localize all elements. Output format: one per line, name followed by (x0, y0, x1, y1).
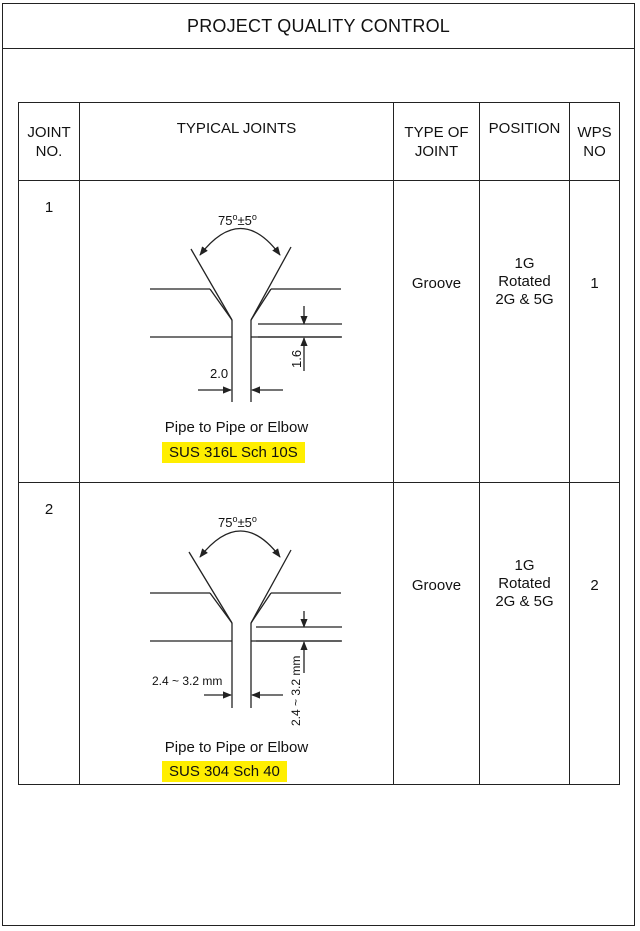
bevel-angle-label: 75o±5o (218, 514, 257, 530)
page-title: PROJECT QUALITY CONTROL (3, 4, 634, 49)
bevel-angle-label: 75o±5o (218, 212, 257, 228)
root-face-label: 1.6 (289, 350, 304, 368)
header-typical-joints: TYPICAL JOINTS (79, 102, 394, 181)
joint-sketch-cell: 75o±5o 2.0 1.6 Pipe to Pipe or Elbow SUS… (79, 180, 394, 483)
joint-number: 2 (18, 482, 80, 785)
table-row: 1 (18, 180, 620, 483)
joint-description: Pipe to Pipe or Elbow (164, 419, 309, 436)
groove-joint-drawing: 75o±5o 2.0 1.6 (150, 212, 342, 402)
type-of-joint-cell: Groove (393, 180, 480, 483)
wps-number-cell: 1 (569, 180, 620, 483)
groove-joint-drawing: 75o±5o 2.4 ~ 3.2 mm 2.4 ~ 3.2 mm (150, 514, 342, 726)
joint-sketch-cell: 75o±5o 2.4 ~ 3.2 mm 2.4 ~ 3.2 mm Pipe to… (79, 482, 394, 785)
root-gap-label: 2.0 (210, 366, 228, 381)
table-row: 2 (18, 482, 620, 785)
material-highlight: SUS 316L Sch 10S (162, 442, 305, 463)
header-position: POSITION (479, 102, 570, 181)
root-gap-label: 2.4 ~ 3.2 mm (152, 674, 222, 688)
wps-number-cell: 2 (569, 482, 620, 785)
joint-description: Pipe to Pipe or Elbow (164, 739, 309, 756)
material-highlight: SUS 304 Sch 40 (162, 761, 287, 782)
type-of-joint-cell: Groove (393, 482, 480, 785)
joint-number: 1 (18, 180, 80, 483)
root-face-label: 2.4 ~ 3.2 mm (289, 656, 303, 726)
